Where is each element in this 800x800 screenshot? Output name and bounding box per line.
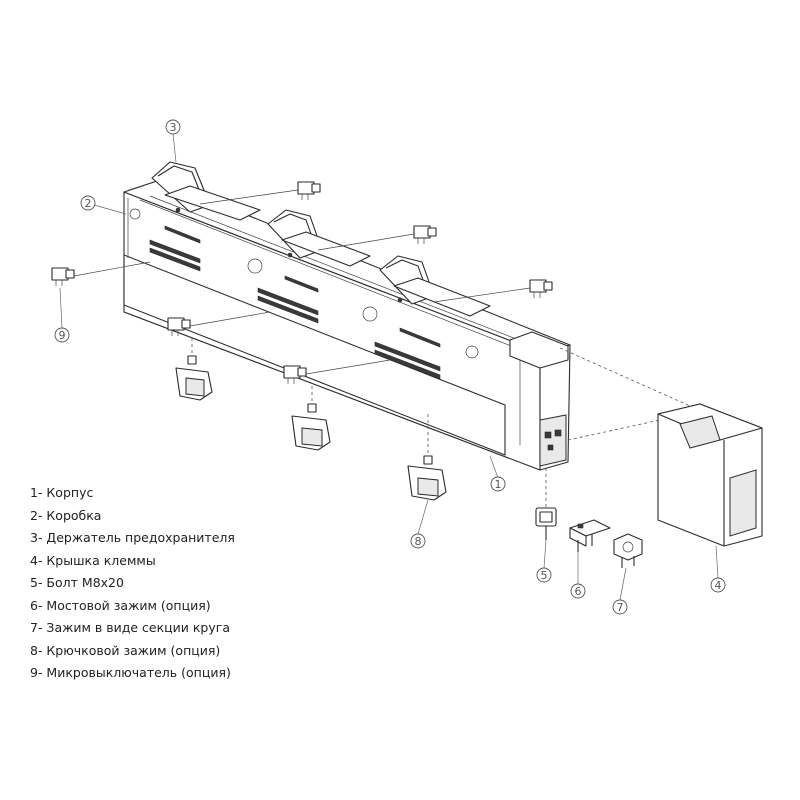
legend-item-7: 7- Зажим в виде секции круга [30,620,230,635]
legend-item-3: 3- Держатель предохранителя [30,530,235,545]
callout-7: 7 [612,599,628,615]
callout-4: 4 [710,577,726,593]
housing-body [123,179,571,471]
callout-2: 2 [80,195,96,211]
svg-text:8: 8 [415,535,422,548]
callout-9: 9 [54,327,70,343]
svg-text:3: 3 [170,121,177,134]
legend-item-4: 4- Крышка клеммы [30,552,156,568]
legend-item-9: 9- Микровыключатель (опция) [30,665,231,680]
svg-text:1: 1 [495,478,502,491]
micro-switches-top [51,181,553,384]
terminal-cover [559,347,763,547]
svg-text:6: 6 [575,585,582,598]
bolt-m8x20 [535,468,557,540]
svg-text:9: 9 [59,329,66,342]
callout-3: 3 [165,119,181,135]
bridge-clamp [569,519,611,552]
legend-item-1: 1- Корпус [30,485,94,500]
hook-clamps [175,338,447,501]
callout-1: 1 [490,476,506,492]
switch-guide-lines [73,189,531,375]
legend-item-2: 2- Коробка [30,507,102,523]
callout-5: 5 [536,567,552,583]
fuse-holder-1 [151,161,261,221]
callout-leaders [59,133,719,601]
callout-8: 8 [410,533,426,549]
fuse-holder-3 [379,255,491,317]
legend-item-8: 8- Крючковой зажим (опция) [30,642,221,658]
parts-legend: 1- Корпус 2- Коробка 3- Держатель предох… [30,482,235,685]
svg-text:7: 7 [617,601,624,614]
legend-item-5: 5- Болт M8x20 [30,575,124,590]
svg-text:5: 5 [541,569,548,582]
svg-text:4: 4 [715,579,722,592]
circle-segment-clamp [613,533,643,568]
legend-item-6: 6- Мостовой зажим (опция) [30,597,211,613]
svg-text:2: 2 [85,197,92,210]
end-block [509,331,569,369]
callout-6: 6 [570,583,586,599]
